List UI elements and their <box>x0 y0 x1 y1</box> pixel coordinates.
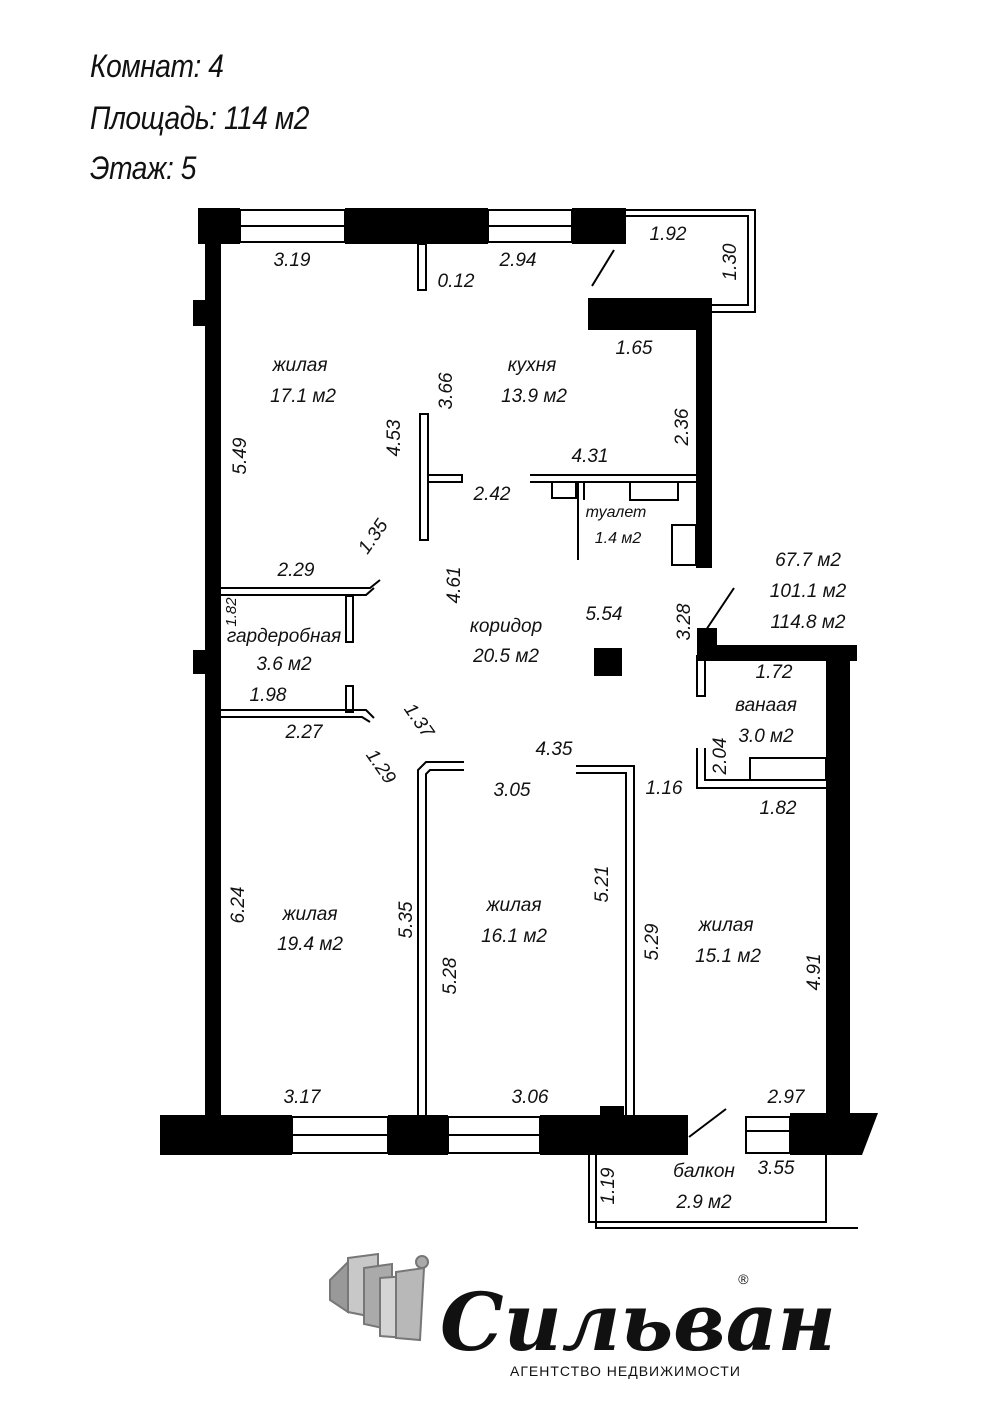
dimension: 5.28 <box>440 957 461 994</box>
room-area: 3.6 м2 <box>256 654 312 675</box>
dimension: 2.42 <box>473 484 511 505</box>
room-name: жилая <box>697 915 753 936</box>
room-area: 2.9 м2 <box>675 1192 732 1213</box>
room-area: 19.4 м2 <box>277 934 343 955</box>
dimension: 1.82 <box>223 597 240 627</box>
walls <box>160 208 878 1155</box>
dimension: 3.17 <box>284 1087 322 1108</box>
room-area: 15.1 м2 <box>695 946 761 967</box>
header-floor: Этаж: 5 <box>90 150 196 186</box>
header-area: Площадь: 114 м2 <box>90 100 309 136</box>
dimension: 4.61 <box>444 567 465 604</box>
dimension: 4.35 <box>536 739 573 760</box>
dimension: 6.24 <box>228 887 249 924</box>
dimension: 1.16 <box>646 778 683 799</box>
logo: Сильван ® АГЕНТСТВО НЕДВИЖИМОСТИ <box>329 1252 836 1379</box>
room-area: 20.5 м2 <box>472 646 539 667</box>
total-area-with-balcony: 114.8 м2 <box>770 612 845 633</box>
room-area: 17.1 м2 <box>270 386 336 407</box>
room-name: балкон <box>673 1161 735 1182</box>
dimension: 5.35 <box>396 901 417 938</box>
dimension: 1.92 <box>650 224 687 245</box>
room-area: 1.4 м2 <box>595 530 642 547</box>
dimension: 1.37 <box>399 700 438 744</box>
room-name: кухня <box>508 355 557 376</box>
room-name: гардеробная <box>227 626 341 647</box>
dimension: 4.91 <box>804 954 825 991</box>
room-name: туалет <box>586 504 647 521</box>
dimension: 4.31 <box>572 446 609 467</box>
room-labels: жилая 17.1 м2 кухня 13.9 м2 туалет 1.4 м… <box>227 355 797 1213</box>
area-totals: 67.7 м2 101.1 м2 114.8 м2 <box>770 550 847 633</box>
dimension: 5.54 <box>586 604 623 625</box>
total-area: 101.1 м2 <box>770 581 847 602</box>
room-name: коридор <box>470 616 542 637</box>
dimension: 3.66 <box>436 372 457 409</box>
dimension: 1.72 <box>756 662 793 683</box>
total-living-area: 67.7 м2 <box>775 550 841 571</box>
room-area: 16.1 м2 <box>481 926 547 947</box>
dimension: 2.97 <box>767 1087 806 1108</box>
dimension: 5.49 <box>230 437 251 474</box>
dimension: 4.53 <box>384 419 405 456</box>
dimension: 2.36 <box>672 408 693 446</box>
dimension: 5.21 <box>592 866 613 903</box>
dimension: 0.12 <box>438 271 475 292</box>
dimension: 1.82 <box>760 798 797 819</box>
dimension: 1.65 <box>616 338 653 359</box>
dimension: 3.19 <box>274 250 311 271</box>
dimension: 1.19 <box>598 1167 619 1204</box>
dimension: 5.29 <box>642 923 663 960</box>
room-area: 13.9 м2 <box>501 386 567 407</box>
logo-name: Сильван <box>440 1275 836 1369</box>
logo-tagline: АГЕНТСТВО НЕДВИЖИМОСТИ <box>510 1363 741 1379</box>
dimension: 2.27 <box>285 722 324 743</box>
dimension: 1.98 <box>250 685 287 706</box>
dimension: 3.55 <box>758 1158 795 1179</box>
partitions <box>221 209 858 1229</box>
dimension: 1.29 <box>361 746 400 789</box>
dimension: 1.30 <box>720 243 741 280</box>
windows <box>239 209 791 1154</box>
room-name: жилая <box>271 355 327 376</box>
dimension: 2.04 <box>710 738 731 776</box>
header-rooms: Комнат: 4 <box>90 48 224 84</box>
dimension: 2.29 <box>277 560 315 581</box>
room-name: жилая <box>281 904 337 925</box>
dimension: 2.94 <box>499 250 537 271</box>
building-logo-icon <box>329 1252 429 1342</box>
dimension: 3.05 <box>494 780 531 801</box>
room-area: 3.0 м2 <box>738 726 794 747</box>
dimension: 1.35 <box>354 515 393 558</box>
dimension: 3.28 <box>674 603 695 640</box>
room-name: ванаая <box>735 695 797 716</box>
room-name: жилая <box>485 895 541 916</box>
registered-mark: ® <box>738 1271 749 1287</box>
dimension: 3.06 <box>512 1087 549 1108</box>
